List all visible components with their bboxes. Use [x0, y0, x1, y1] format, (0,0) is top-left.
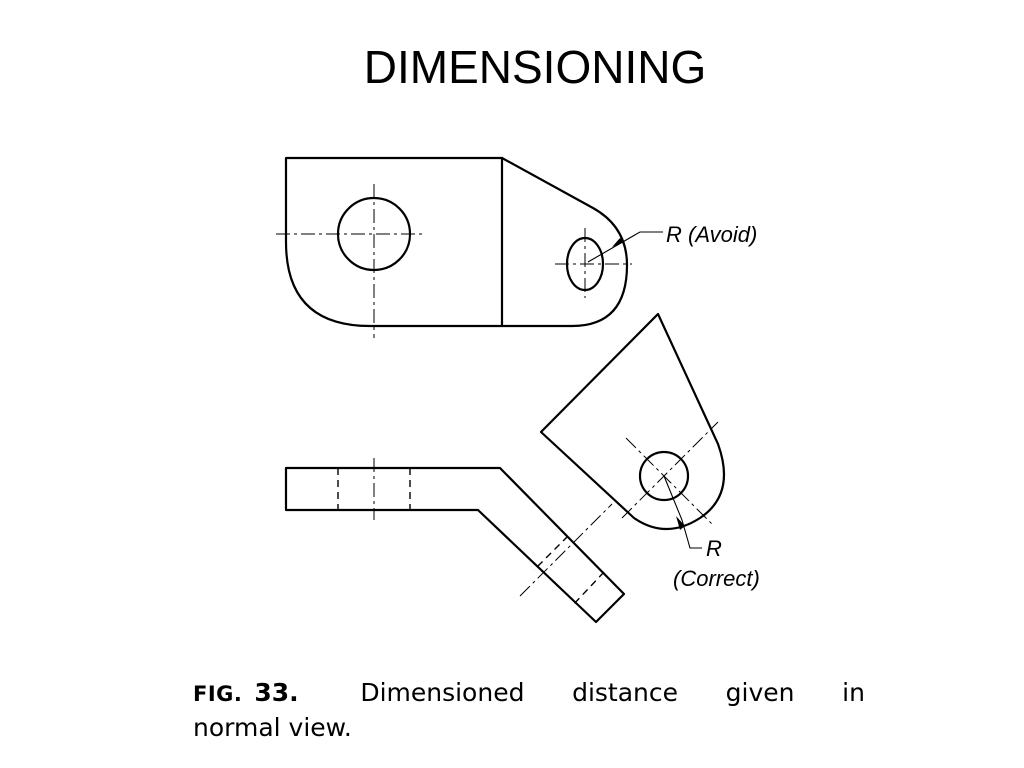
caption-word: in — [842, 678, 865, 707]
caption-word: Dimensioned — [360, 678, 525, 707]
hidden-line — [571, 571, 605, 607]
caption-fig-number: 33. — [254, 678, 299, 707]
caption-figure-ref: FIG. 33. — [193, 676, 313, 711]
figure-caption: FIG. 33. Dimensioned distance given in no… — [193, 676, 865, 744]
front-view — [284, 458, 626, 624]
leader-avoid — [587, 231, 663, 263]
front-view-outline — [284, 466, 626, 624]
top-view-left-outline — [284, 156, 504, 328]
top-view: R (Avoid) — [276, 156, 757, 338]
annotation-correct: (Correct) — [673, 566, 760, 591]
caption-line-2: normal view. — [193, 713, 352, 742]
center-line — [519, 503, 613, 597]
leader-correct — [663, 475, 702, 549]
center-line — [621, 421, 719, 519]
annotation-avoid: R (Avoid) — [666, 222, 757, 247]
annotation-r: R — [706, 536, 722, 561]
center-line — [625, 437, 713, 525]
leader-arrow — [676, 516, 685, 530]
leader-arrow — [612, 238, 624, 247]
auxiliary-view-hole — [638, 450, 690, 502]
caption-fig-label: FIG. — [193, 682, 243, 706]
caption-word: distance — [572, 678, 679, 707]
auxiliary-view-outline — [539, 312, 726, 530]
caption-line-1: FIG. 33. Dimensioned distance given in — [193, 676, 865, 711]
auxiliary-view: R (Correct) — [539, 312, 760, 591]
slide-title: DIMENSIONING — [363, 41, 707, 93]
top-view-right-outline — [500, 156, 629, 328]
caption-word: given — [725, 678, 795, 707]
hidden-line — [533, 535, 569, 571]
